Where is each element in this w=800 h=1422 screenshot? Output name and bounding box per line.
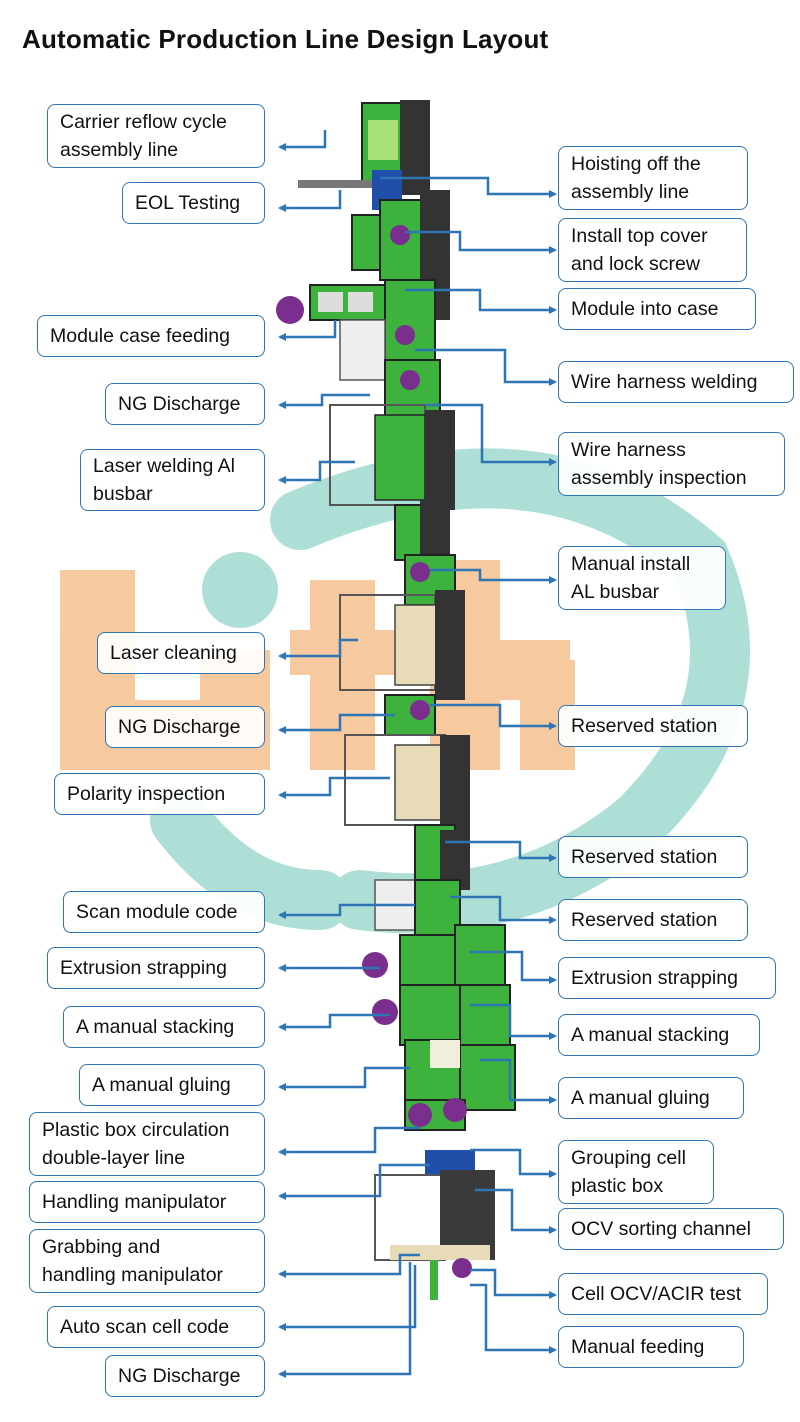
diagram-title: Automatic Production Line Design Layout <box>22 24 549 54</box>
label-manual-gluing-right: A manual gluing <box>558 1077 744 1119</box>
label-cell-ocv-test: Cell OCV/ACIR test <box>558 1273 768 1315</box>
label-reserved-station-3: Reserved station <box>558 899 748 941</box>
label-ng-discharge-1: NG Discharge <box>105 383 265 425</box>
label-ng-discharge-3: NG Discharge <box>105 1355 265 1397</box>
label-ocv-sorting: OCV sorting channel <box>558 1208 784 1250</box>
label-manual-stacking-left: A manual stacking <box>63 1006 265 1048</box>
label-eol-testing: EOL Testing <box>122 182 265 224</box>
label-grabbing-manipulator: Grabbing and handling manipulator <box>29 1229 265 1293</box>
label-grouping-cell: Grouping cell plastic box <box>558 1140 714 1204</box>
label-laser-welding: Laser welding Al busbar <box>80 449 265 511</box>
label-reserved-station-1: Reserved station <box>558 705 748 747</box>
label-scan-module-code: Scan module code <box>63 891 265 933</box>
label-extrusion-strapping-left: Extrusion strapping <box>47 947 265 989</box>
label-wire-harness-welding: Wire harness welding <box>558 361 794 403</box>
label-manual-stacking-right: A manual stacking <box>558 1014 760 1056</box>
label-module-into-case: Module into case <box>558 288 756 330</box>
label-plastic-box-circulation: Plastic box circulation double-layer lin… <box>29 1112 265 1176</box>
label-carrier-reflow: Carrier reflow cycle assembly line <box>47 104 265 168</box>
label-hoisting-off: Hoisting off the assembly line <box>558 146 748 210</box>
label-reserved-station-2: Reserved station <box>558 836 748 878</box>
label-ng-discharge-2: NG Discharge <box>105 706 265 748</box>
label-manual-gluing-left: A manual gluing <box>79 1064 265 1106</box>
label-module-case-feeding: Module case feeding <box>37 315 265 357</box>
connector-lines <box>278 130 557 1378</box>
label-polarity-inspection: Polarity inspection <box>54 773 265 815</box>
label-manual-install-busbar: Manual install AL busbar <box>558 546 726 610</box>
label-handling-manipulator: Handling manipulator <box>29 1181 265 1223</box>
label-laser-cleaning: Laser cleaning <box>97 632 265 674</box>
label-manual-feeding: Manual feeding <box>558 1326 744 1368</box>
label-extrusion-strapping-right: Extrusion strapping <box>558 957 776 999</box>
label-install-top-cover: Install top cover and lock screw <box>558 218 747 282</box>
label-wire-harness-inspection: Wire harness assembly inspection <box>558 432 785 496</box>
label-auto-scan-cell-code: Auto scan cell code <box>47 1306 265 1348</box>
